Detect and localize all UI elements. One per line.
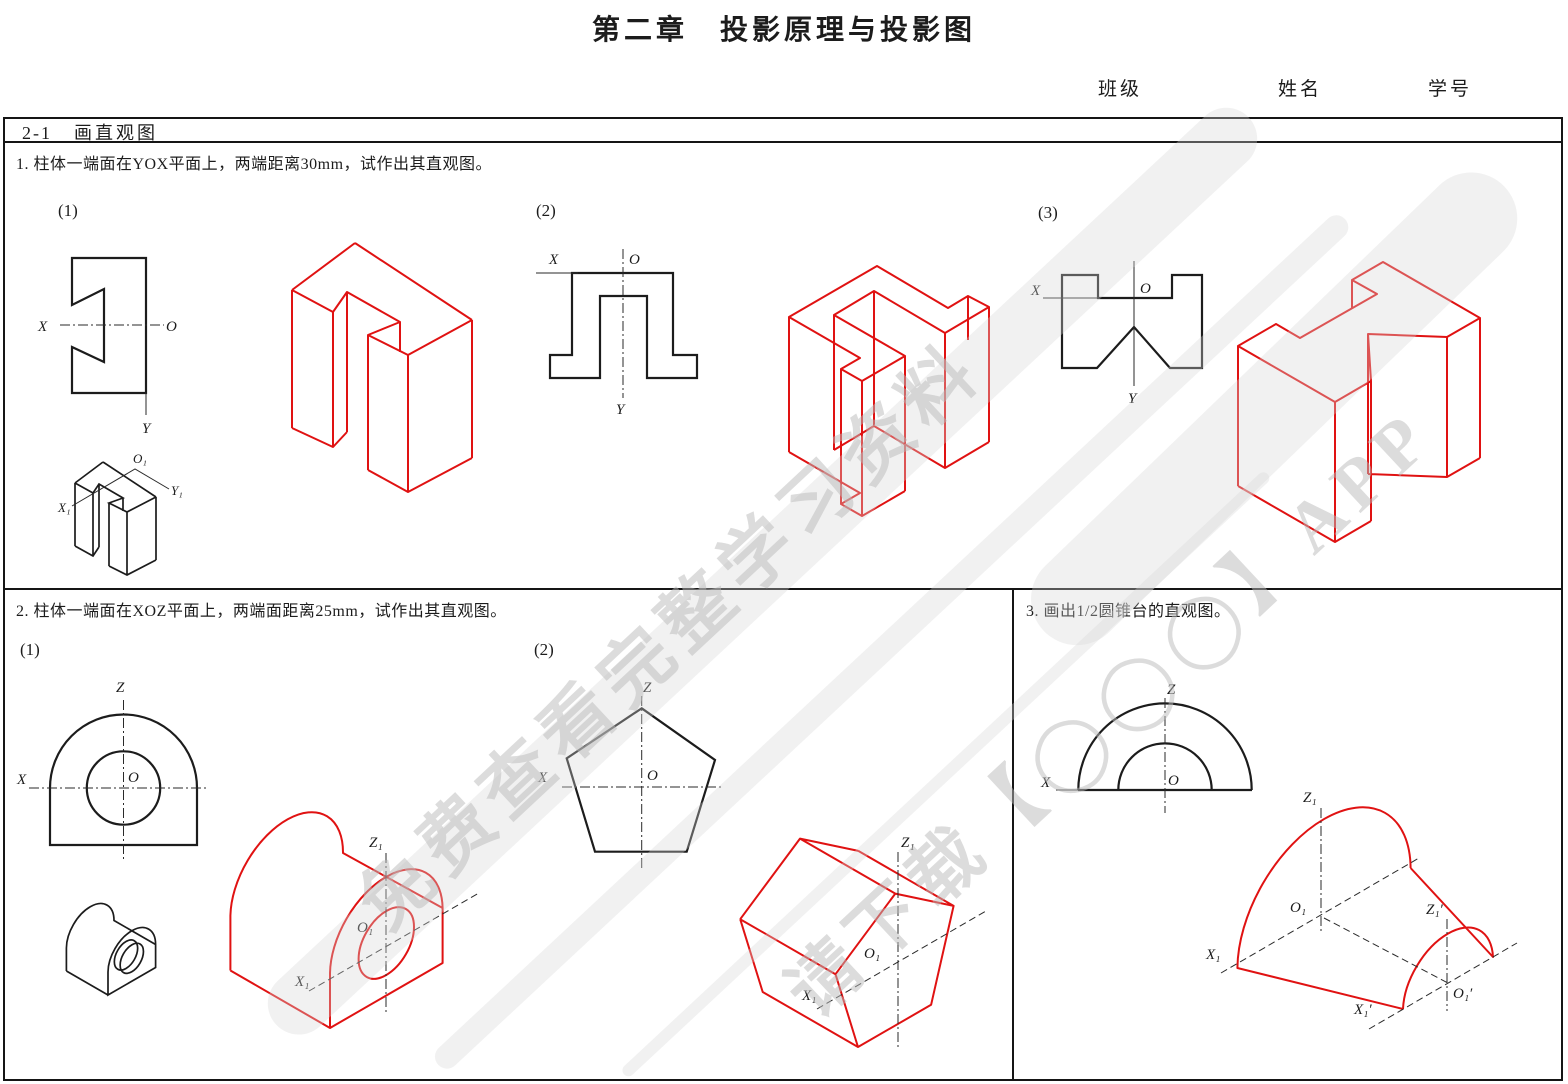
section-divider <box>3 141 1563 143</box>
problem-2-sub-2-label: (2) <box>534 640 554 659</box>
problem-1-sub-1-label: (1) <box>58 201 78 220</box>
problem-2-text: 2. 柱体一端面在XOZ平面上，两端面距离25mm，试作出其直观图。 <box>16 603 507 620</box>
section-heading: 2-1 画直观图 <box>22 119 158 145</box>
section-code: 2-1 <box>22 123 52 143</box>
section-name: 画直观图 <box>74 123 158 143</box>
problem-2-sub-1-label: (1) <box>20 640 40 659</box>
row-divider <box>3 588 1563 590</box>
field-student-id-label: 学号 <box>1428 79 1473 100</box>
field-class-label: 班级 <box>1098 79 1143 100</box>
worksheet-border <box>3 117 1563 1081</box>
problem-1-sub-2-label: (2) <box>536 201 556 220</box>
chapter-title: 第二章 投影原理与投影图 <box>591 15 977 46</box>
problem-1-text: 1. 柱体一端面在YOX平面上，两端距离30mm，试作出其直观图。 <box>16 156 493 173</box>
field-name-label: 姓名 <box>1278 79 1323 100</box>
problem-1-sub-3-label: (3) <box>1038 203 1058 222</box>
column-divider <box>1012 588 1014 1079</box>
problem-3-text: 3. 画出1/2圆锥台的直观图。 <box>1026 603 1231 620</box>
